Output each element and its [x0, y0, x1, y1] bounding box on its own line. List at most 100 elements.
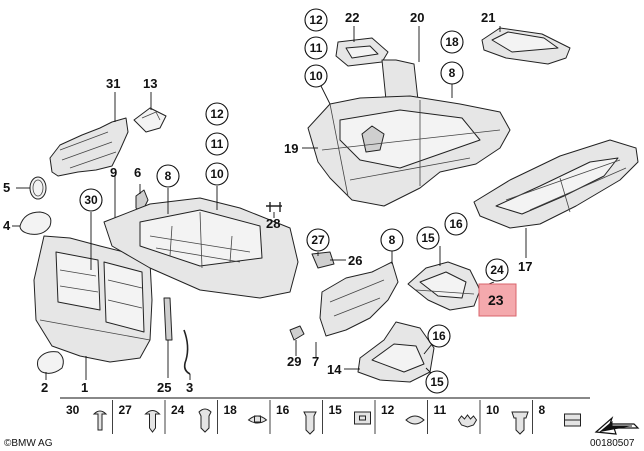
- legend-item-24: 24: [164, 400, 212, 434]
- circled-30: 30: [79, 188, 103, 212]
- expanding-rivet-icon: [144, 410, 161, 433]
- svg-text:16: 16: [449, 217, 463, 231]
- legend-label: 12: [381, 403, 395, 417]
- part-13-cover-cap: [133, 107, 167, 133]
- legend-label: 16: [276, 403, 290, 417]
- legend-item-12: 12: [374, 400, 425, 434]
- svg-text:8: 8: [389, 233, 396, 247]
- legend-label: 27: [119, 403, 133, 417]
- svg-text:30: 30: [84, 193, 98, 207]
- part-31-duct-bracket: [49, 117, 129, 177]
- circled-8a: 8: [156, 164, 180, 188]
- circled-8c: 8: [380, 228, 404, 252]
- callout-31: 31: [106, 76, 120, 91]
- callout-7: 7: [312, 354, 319, 369]
- part-23-deflector: [407, 261, 481, 311]
- svg-text:10: 10: [210, 167, 224, 181]
- legend-item-8: 8: [532, 400, 581, 434]
- part-1-front-frame: [33, 235, 153, 363]
- washer-nut-icon: [247, 415, 268, 424]
- collar-screw-icon: [511, 411, 529, 435]
- callout-13: 13: [143, 76, 157, 91]
- copyright: ©BMW AG: [4, 438, 53, 449]
- circled-10a: 10: [205, 162, 229, 186]
- legend-label: 11: [434, 403, 447, 417]
- svg-text:24: 24: [490, 263, 504, 277]
- circled-8b: 8: [440, 61, 464, 85]
- svg-text:15: 15: [421, 231, 435, 245]
- circled-27: 27: [306, 228, 330, 252]
- callout-21: 21: [481, 10, 495, 25]
- forward-arrow-icon: [594, 416, 640, 435]
- circled-12b: 12: [304, 8, 328, 32]
- spring-nut-icon: [564, 413, 581, 427]
- part-19-center-shield: [307, 95, 511, 207]
- svg-text:27: 27: [311, 233, 325, 247]
- part-26-bracket: [311, 251, 335, 269]
- callout-29: 29: [287, 354, 301, 369]
- leader-16b: [423, 343, 433, 355]
- svg-text:15: 15: [430, 375, 444, 389]
- legend-label: 30: [66, 403, 80, 417]
- svg-text:12: 12: [210, 107, 224, 121]
- callout-25: 25: [157, 380, 171, 395]
- legend-item-30: 30: [66, 403, 108, 431]
- circled-16b: 16: [427, 324, 451, 348]
- part-22-frame: [335, 37, 389, 67]
- serrated-washer-icon: [457, 414, 478, 428]
- circled-11a: 11: [205, 132, 229, 156]
- svg-text:8: 8: [449, 66, 456, 80]
- svg-text:11: 11: [211, 137, 224, 151]
- callout-5: 5: [3, 180, 10, 195]
- part-21-top-bracket: [481, 27, 571, 65]
- legend-item-27: 27: [112, 400, 161, 434]
- circled-24: 24: [485, 258, 509, 282]
- fastener-legend: 30 27 24 18 16 15 12 11 10 8: [66, 400, 581, 435]
- flat-washer-icon: [405, 415, 425, 425]
- legend-label: 24: [171, 403, 185, 417]
- part-29-clip: [289, 325, 305, 341]
- part-14-lower-duct: [357, 321, 435, 383]
- part-17-rear-shield: [473, 139, 639, 229]
- part-28-bolt: [266, 202, 282, 212]
- callout-28: 28: [266, 216, 280, 231]
- part-7-side-duct: [319, 261, 399, 337]
- circled-16a: 16: [444, 212, 468, 236]
- legend-item-15: 15: [322, 400, 371, 434]
- callout-22: 22: [345, 10, 359, 25]
- legend-label: 18: [224, 403, 238, 417]
- callout-17: 17: [518, 259, 532, 274]
- callout-2: 2: [41, 380, 48, 395]
- legend-item-16: 16: [269, 400, 317, 435]
- legend-label: 10: [486, 403, 500, 417]
- circled-18: 18: [440, 30, 464, 54]
- circled-10b: 10: [304, 64, 328, 88]
- callout-26: 26: [348, 253, 362, 268]
- callout-20: 20: [410, 10, 424, 25]
- square-nut-icon: [354, 411, 371, 425]
- part-4-oval-cap: [19, 211, 52, 235]
- svg-text:18: 18: [445, 35, 459, 49]
- callout-19: 19: [284, 141, 298, 156]
- svg-text:8: 8: [165, 169, 172, 183]
- screw-icon: [303, 411, 317, 435]
- leader-10b: [319, 83, 331, 105]
- legend-label: 8: [539, 403, 546, 417]
- legend-item-11: 11: [427, 400, 478, 434]
- part-2-small-cap: [37, 351, 64, 374]
- part-25-rod: [163, 297, 173, 341]
- circled-11b: 11: [304, 36, 328, 60]
- legend-label: 15: [329, 403, 343, 417]
- legend-item-18: 18: [217, 400, 268, 434]
- callout-3: 3: [186, 380, 193, 395]
- push-clip-icon: [198, 408, 212, 433]
- diagram-code: 00180507: [590, 438, 635, 449]
- part-3-cable: [183, 329, 191, 375]
- legend-item-10: 10: [479, 400, 529, 435]
- rivet-icon: [92, 410, 108, 431]
- callout-6: 6: [134, 165, 141, 180]
- callout-9: 9: [110, 165, 117, 180]
- svg-text:11: 11: [310, 41, 323, 55]
- center-underbody-shield: [103, 197, 299, 299]
